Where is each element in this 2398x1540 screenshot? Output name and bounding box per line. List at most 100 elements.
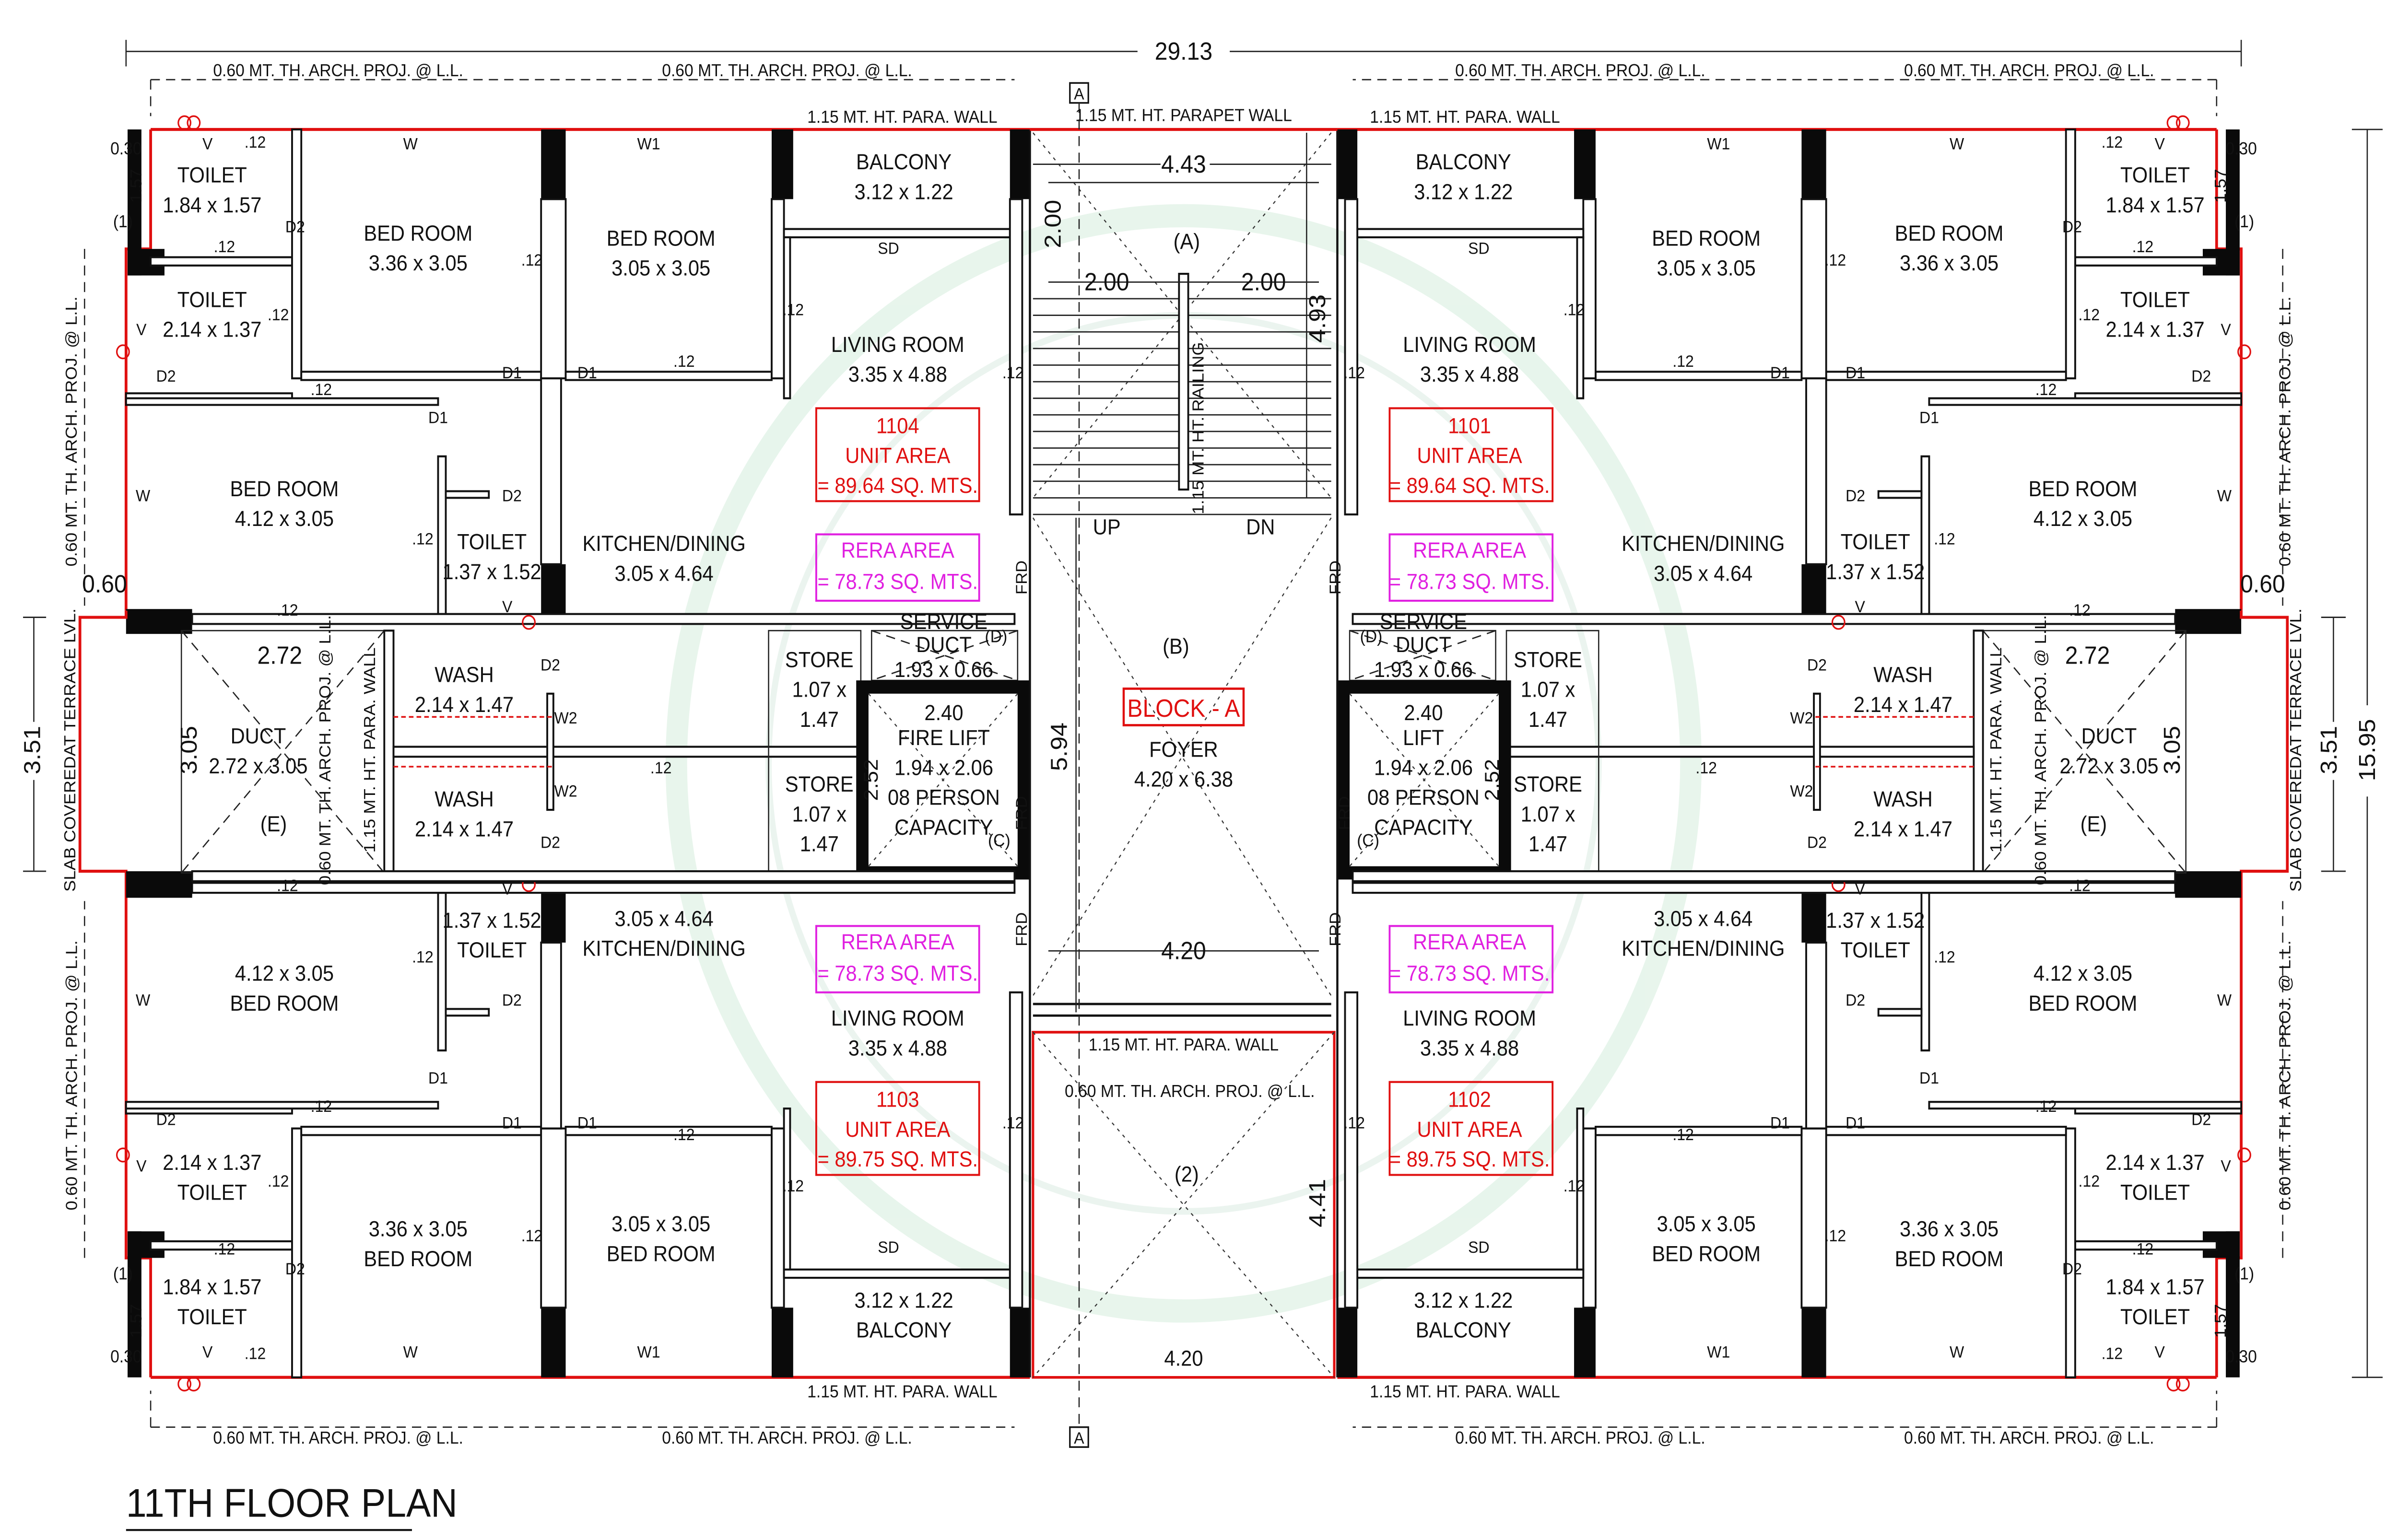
living-name-label: LIVING ROOM bbox=[1403, 333, 1536, 357]
bed-b-name-label: BED ROOM bbox=[1652, 227, 1761, 251]
balcony-name-label: BALCONY bbox=[1416, 151, 1511, 175]
dims-wall-label: .12 bbox=[2102, 1345, 2123, 1363]
dims-wall-label: .12 bbox=[1343, 364, 1365, 382]
duct-name-label: DUCT bbox=[2081, 724, 2137, 748]
kitchen-size-label: 3.05 x 4.64 bbox=[615, 907, 714, 931]
marks-d2-label: D2 bbox=[1846, 991, 1865, 1009]
lift-name-label: LIFT bbox=[1403, 726, 1444, 750]
dims-wall-label: .12 bbox=[311, 1097, 332, 1116]
marks-d1-label: D1 bbox=[1846, 1114, 1865, 1132]
marks-frd-label: FRD bbox=[1013, 796, 1031, 830]
service-duct-name-a-label: SERVICE bbox=[900, 610, 987, 634]
kitchen-name-label: KITCHEN/DINING bbox=[582, 937, 745, 961]
dims-wall-label: .12 bbox=[277, 877, 298, 895]
marks-w-label: W bbox=[136, 991, 151, 1009]
marks-v-label: V bbox=[2155, 135, 2165, 153]
marks-sd-label: SD bbox=[878, 239, 899, 257]
marks-d1-label: D1 bbox=[1770, 1114, 1790, 1132]
bed-a-name-label: BED ROOM bbox=[364, 222, 472, 245]
dims-d157-label: 1.57 bbox=[2211, 169, 2229, 203]
bed-c-size-label: 4.12 x 3.05 bbox=[2034, 507, 2132, 531]
notes-arch-proj-label: 0.60 MT. TH. ARCH. PROJ. @ L.L. bbox=[662, 61, 912, 80]
store-size-b-label: 1.47 bbox=[1528, 708, 1567, 732]
unit-area-value: = 89.64 SQ. MTS. bbox=[817, 474, 978, 498]
rera-area-value: = 78.73 SQ. MTS. bbox=[817, 570, 978, 594]
dims-d252-label: 2.52 bbox=[860, 759, 882, 801]
marks-v-label: V bbox=[202, 1343, 213, 1361]
marks-frd-label: FRD bbox=[1327, 560, 1344, 595]
marks-section-label: A bbox=[1074, 85, 1084, 104]
kitchen-name-label: KITCHEN/DINING bbox=[1622, 937, 1785, 961]
marks-d2-label: D2 bbox=[2191, 367, 2211, 385]
marks-v-label: V bbox=[502, 598, 513, 616]
dims-wall-label: .12 bbox=[1695, 759, 1717, 777]
notes-arch-proj-label: 0.60 MT. TH. ARCH. PROJ. @ L.L. bbox=[316, 615, 334, 885]
wash-size-label: 2.14 x 1.47 bbox=[415, 817, 514, 841]
dims-wall-label: .12 bbox=[1563, 301, 1585, 319]
notes-arch-proj-label: 0.60 MT. TH. ARCH. PROJ. @ L.L. bbox=[62, 940, 80, 1210]
living-size-label: 3.35 x 4.88 bbox=[848, 363, 947, 387]
bed-a-name-label: BED ROOM bbox=[364, 1247, 472, 1271]
dims-wall-label: .12 bbox=[277, 601, 298, 619]
notes-para-wall-label: 1.15 MT. HT. PARA. WALL bbox=[1089, 1035, 1279, 1054]
fire-lift-cap-a-label: 08 PERSON bbox=[888, 786, 1000, 810]
living-name-label: LIVING ROOM bbox=[831, 1007, 964, 1031]
dims-wall-label: .12 bbox=[1002, 364, 1024, 382]
kitchen-name-label: KITCHEN/DINING bbox=[582, 532, 745, 556]
marks-b-label: (B) bbox=[1163, 635, 1189, 659]
toilet-c-size-label: 1.37 x 1.52 bbox=[1826, 560, 1925, 584]
balcony-size-label: 3.12 x 1.22 bbox=[855, 180, 953, 204]
toilet-c-size-label: 1.37 x 1.52 bbox=[443, 560, 541, 584]
marks-d1-label: D1 bbox=[577, 364, 597, 382]
toilet-c-size-label: 1.37 x 1.52 bbox=[1826, 909, 1925, 933]
dims-wall-label: .12 bbox=[2078, 1172, 2100, 1190]
lift-size-label: 1.94 x 2.06 bbox=[1374, 756, 1473, 780]
dims-wall-label: .12 bbox=[1343, 1114, 1365, 1132]
dims-d252-label: 2.52 bbox=[1481, 759, 1503, 801]
dims-wall-label: .12 bbox=[214, 238, 235, 256]
dims-d351-label: 3.51 bbox=[19, 726, 45, 774]
marks-two-label: (2) bbox=[1175, 1163, 1199, 1187]
kitchen-name-label: KITCHEN/DINING bbox=[1622, 532, 1785, 556]
marks-section-label: A bbox=[1074, 1429, 1084, 1447]
dims-d030-label: 0.30 bbox=[2225, 1347, 2257, 1366]
unit-number: 1101 bbox=[1448, 414, 1491, 438]
notes-arch-proj-label: 0.60 MT. TH. ARCH. PROJ. @ L.L. bbox=[1455, 61, 1705, 80]
dims-overall-width-label: 29.13 bbox=[1155, 37, 1212, 65]
dims-wall-label: .12 bbox=[412, 530, 434, 548]
foyer-size-label: 4.20 x 6.38 bbox=[1134, 768, 1233, 792]
unit-area-label: UNIT AREA bbox=[1417, 1118, 1522, 1142]
wash-size-label: 2.14 x 1.47 bbox=[1854, 817, 1952, 841]
dims-wall-label: .12 bbox=[268, 1172, 289, 1190]
duct-size-label: 2.72 x 3.05 bbox=[209, 754, 307, 778]
toilet-b-name-label: TOILET bbox=[177, 1181, 247, 1205]
notes-arch-proj-label: 0.60 MT. TH. ARCH. PROJ. @ L.L. bbox=[1904, 1428, 2154, 1447]
dims-d200-label: 2.00 bbox=[1040, 200, 1066, 248]
lift-cap-a-label: 08 PERSON bbox=[1367, 786, 1480, 810]
marks-d1-label: D1 bbox=[1919, 409, 1939, 427]
unit-number: 1103 bbox=[876, 1088, 919, 1112]
unit-area-value: = 89.75 SQ. MTS. bbox=[1389, 1148, 1550, 1172]
bed-c-name-label: BED ROOM bbox=[230, 992, 339, 1015]
marks-d1-label: D1 bbox=[428, 1069, 448, 1087]
dims-wall-label: .12 bbox=[1934, 530, 1955, 548]
store-size-a-label: 1.07 x bbox=[792, 803, 847, 827]
notes-arch-proj-label: 0.60 MT. TH. ARCH. PROJ. @ L.L. bbox=[1455, 1428, 1705, 1447]
bed-a-size-label: 3.36 x 3.05 bbox=[369, 252, 468, 276]
marks-w-label: W bbox=[2217, 991, 2232, 1009]
dims-d030-label: 0.30 bbox=[110, 1347, 141, 1366]
dims-d030-label: 0.30 bbox=[2225, 139, 2257, 158]
dims-wall-label: .12 bbox=[245, 1345, 266, 1363]
store-size-b-label: 1.47 bbox=[800, 708, 839, 732]
toilet-a-size-label: 1.84 x 1.57 bbox=[163, 194, 261, 218]
toilet-a-name-label: TOILET bbox=[2120, 1306, 2190, 1330]
wash-name-label: WASH bbox=[435, 663, 494, 687]
marks-d2-label: D2 bbox=[2062, 1260, 2082, 1278]
marks-v-label: V bbox=[2221, 1157, 2231, 1176]
bed-c-size-label: 4.12 x 3.05 bbox=[2034, 962, 2132, 986]
bed-c-name-label: BED ROOM bbox=[230, 477, 339, 501]
dims-wall-label: .12 bbox=[1825, 1227, 1846, 1245]
unit-area-value: = 89.64 SQ. MTS. bbox=[1389, 474, 1550, 498]
store-name-label: STORE bbox=[1514, 648, 1582, 672]
